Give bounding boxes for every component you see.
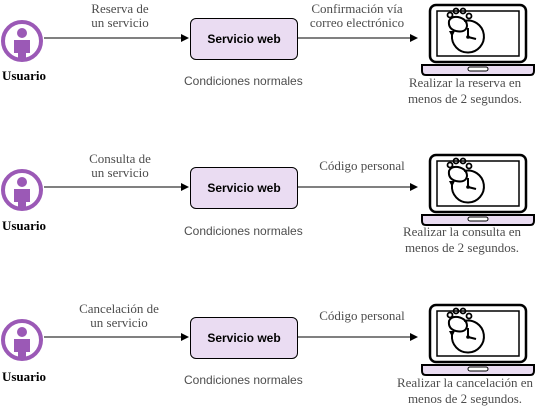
output-label-line: correo electrónico: [309, 15, 405, 30]
result-label-line: Realizar la cancelación en: [396, 375, 534, 390]
pet-paw-icon: [446, 307, 473, 333]
user-icon: [1, 20, 43, 62]
laptop-icon: [421, 303, 535, 376]
condition-label: Condiciones normales: [184, 74, 303, 88]
result-label-line: Realizar la reserva en: [408, 75, 522, 90]
output-label: Código personal: [319, 309, 405, 323]
result-label-line: menos de 2 segundos.: [404, 240, 520, 255]
service-box: Servicio web: [190, 18, 298, 60]
input-arrow: [44, 333, 189, 341]
output-label: Confirmación vía correo electrónico: [310, 2, 404, 30]
user-label: Usuario: [1, 369, 47, 384]
clock-icon: [449, 319, 485, 354]
input-label-line: un servicio: [90, 315, 148, 330]
clock-icon: [449, 169, 485, 204]
pet-paw-icon: [446, 7, 473, 33]
input-label: Consulta de un servicio: [89, 152, 151, 180]
result-label: Realizar la cancelación en menos de 2 se…: [397, 375, 533, 407]
result-label-line: menos de 2 segundos.: [407, 391, 523, 406]
result-label-line: Realizar la consulta en: [402, 224, 522, 239]
input-label-line: Consulta de: [89, 151, 151, 166]
output-arrow: [298, 333, 418, 341]
result-label: Realizar la consulta en menos de 2 segun…: [403, 224, 521, 256]
output-arrow: [298, 34, 418, 42]
input-label-line: un servicio: [91, 15, 149, 30]
output-label: Código personal: [319, 159, 405, 173]
output-label-line: Confirmación vía: [311, 1, 403, 16]
condition-label: Condiciones normales: [184, 373, 303, 387]
input-label: Cancelación de un servicio: [79, 302, 159, 330]
service-box: Servicio web: [190, 167, 298, 209]
pet-paw-icon: [446, 157, 473, 183]
input-label: Reserva de un servicio: [91, 2, 148, 30]
input-arrow: [44, 34, 189, 42]
input-arrow: [44, 183, 189, 191]
output-label-line: Código personal: [319, 308, 405, 323]
result-label-line: menos de 2 segundos.: [407, 91, 523, 106]
user-label: Usuario: [1, 68, 47, 83]
input-label-line: Cancelación de: [79, 301, 159, 316]
user-icon: [1, 169, 43, 211]
service-box: Servicio web: [190, 317, 298, 359]
user-label: Usuario: [1, 218, 47, 233]
output-label-line: Código personal: [319, 158, 405, 173]
input-label-line: un servicio: [91, 165, 149, 180]
clock-icon: [449, 19, 485, 54]
result-label: Realizar la reserva en menos de 2 segund…: [408, 75, 522, 107]
output-arrow: [298, 183, 418, 191]
input-label-line: Reserva de: [91, 1, 149, 16]
condition-label: Condiciones normales: [184, 224, 303, 238]
user-icon: [1, 319, 43, 361]
